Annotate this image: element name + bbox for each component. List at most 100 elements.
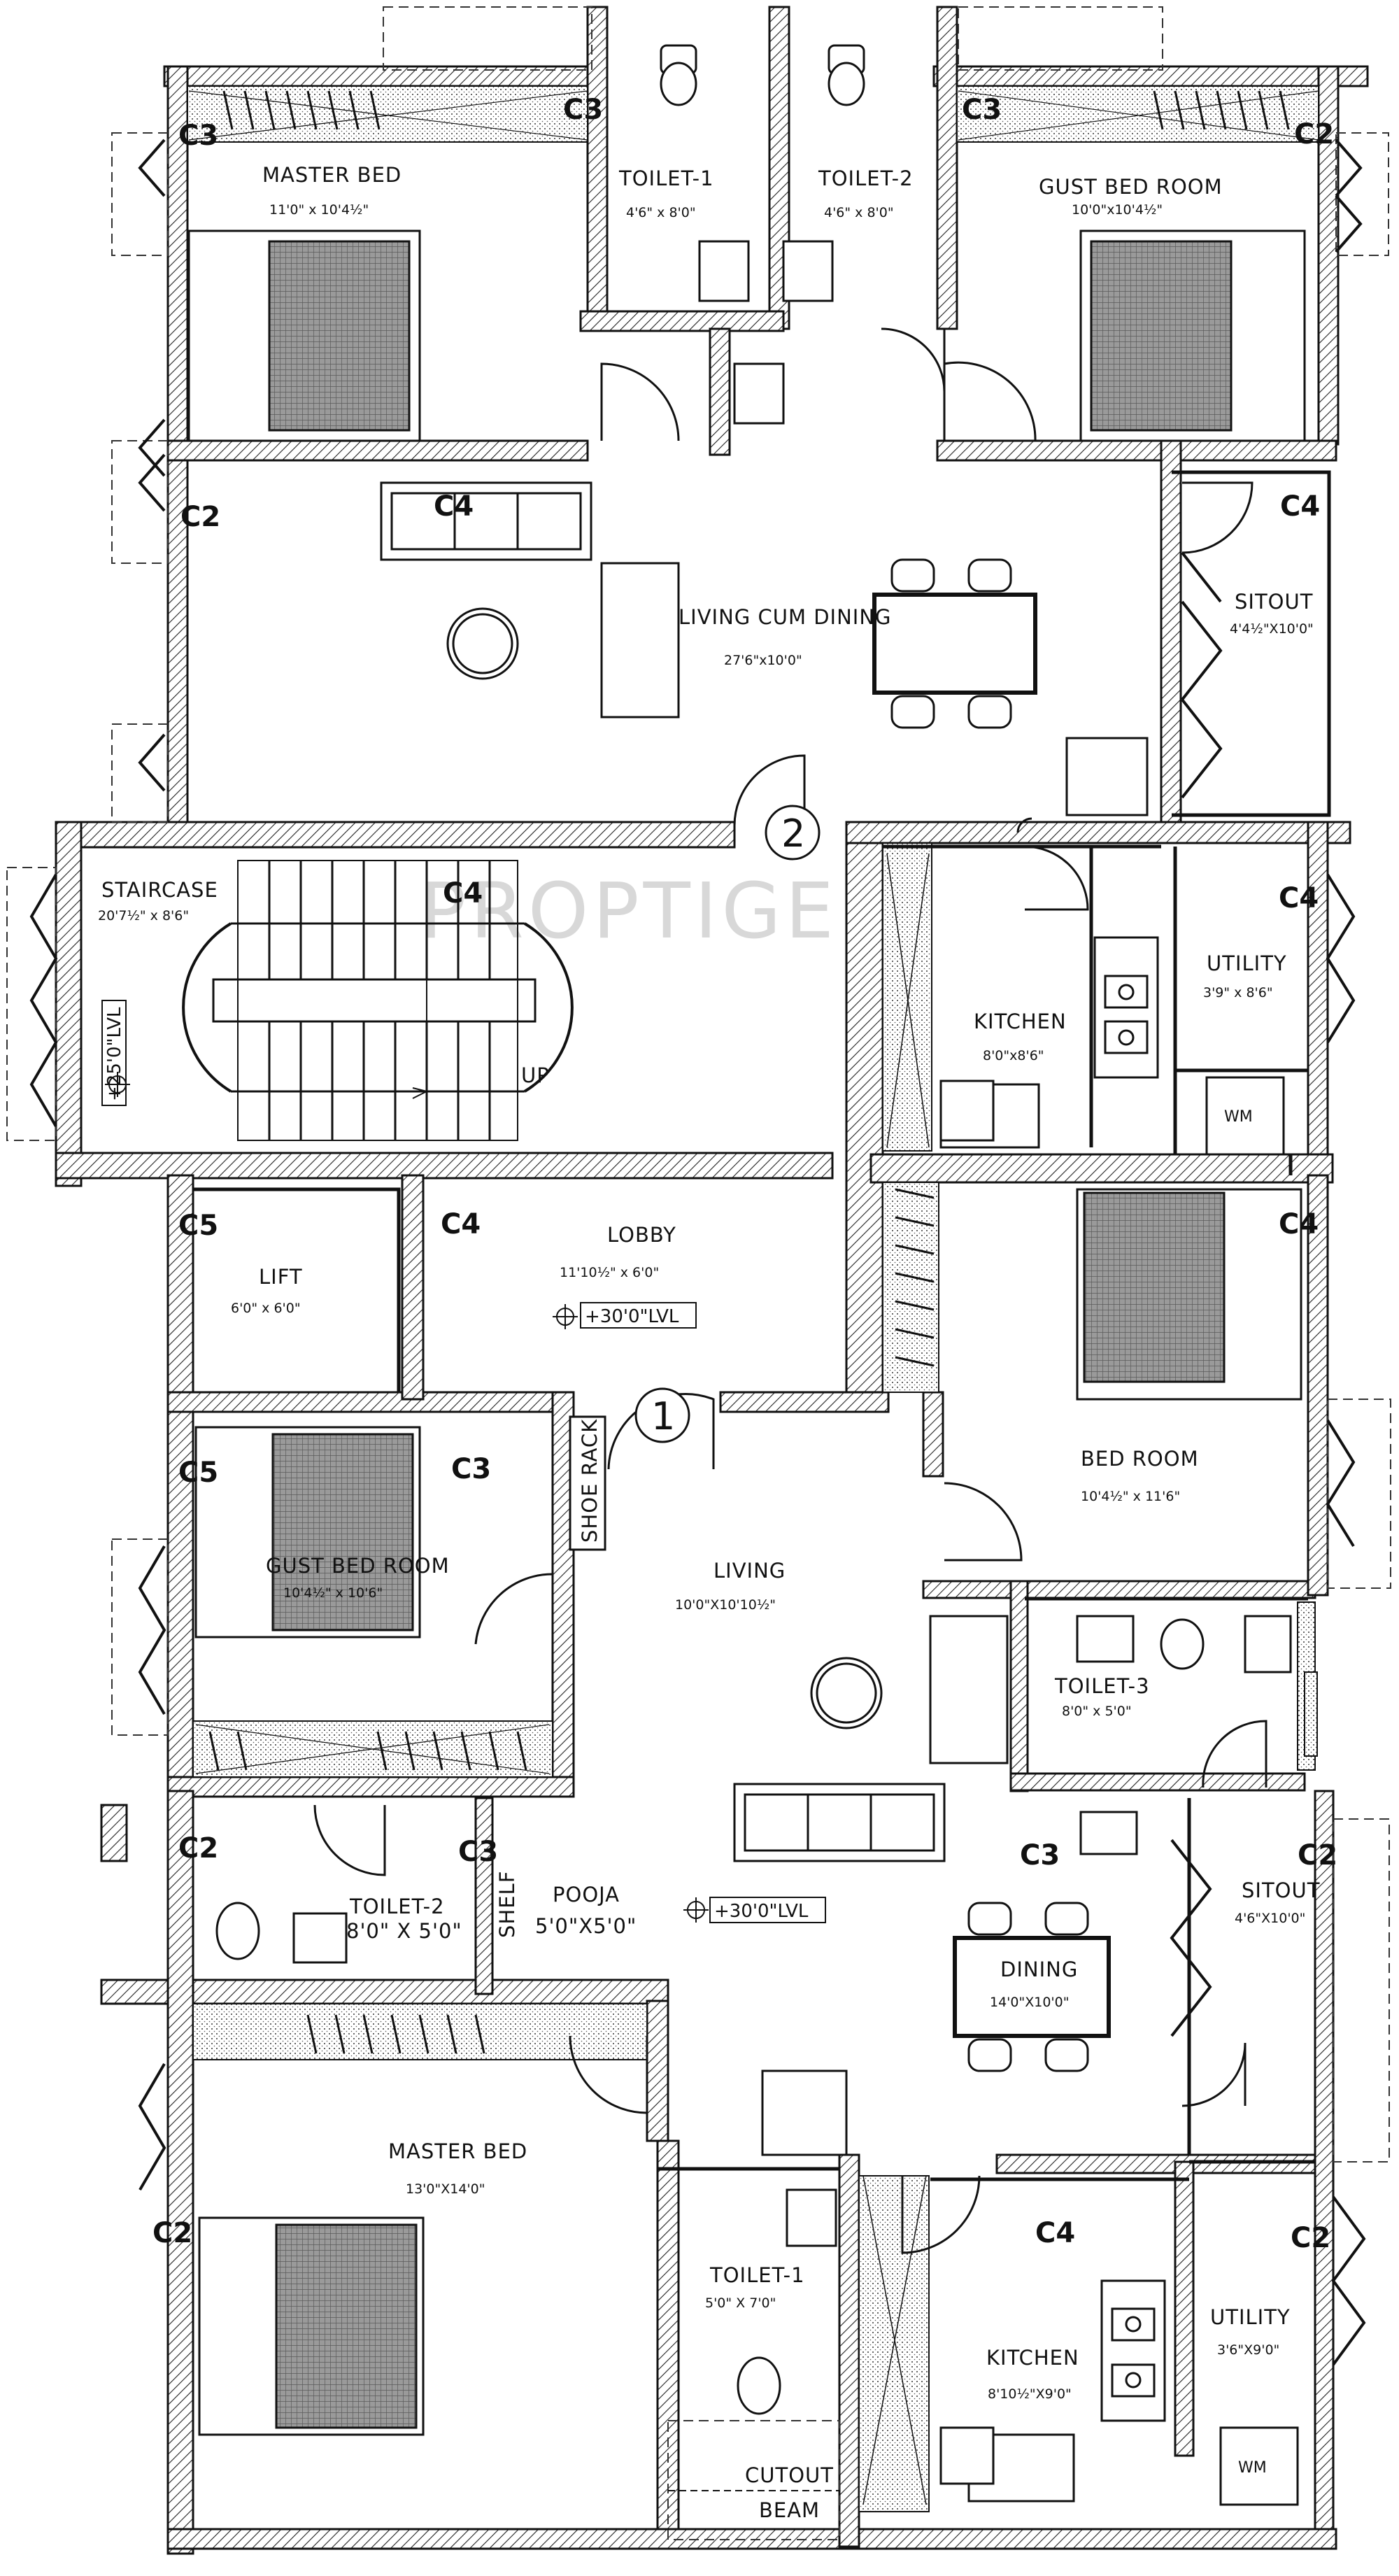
- room-toilet2-bottom: TOILET-2: [349, 1895, 445, 1918]
- room-staircase: STAIRCASE: [101, 878, 218, 902]
- unit-2-marker: [765, 805, 821, 861]
- column-c2-d: C2: [1298, 1839, 1337, 1871]
- room-toilet1-top: TOILET-1: [618, 167, 714, 190]
- room-lift: LIFT: [259, 1265, 303, 1289]
- dashed-outlines: [6, 6, 1391, 2540]
- column-c4-d: C4: [1279, 882, 1319, 914]
- room-kitchen-top-dim: 8'0"x8'6": [983, 1048, 1044, 1063]
- room-master-bed-bottom: MASTER BED: [388, 2139, 527, 2163]
- room-toilet2-top: TOILET-2: [818, 167, 914, 190]
- column-c4-a: C4: [434, 490, 474, 523]
- column-c4-f: C4: [1279, 1208, 1319, 1240]
- column-c2-c: C2: [178, 1832, 218, 1864]
- room-toilet1-bottom: TOILET-1: [709, 2263, 805, 2287]
- lobby-level-box: [580, 1302, 697, 1329]
- room-utility-top-dim: 3'9" x 8'6": [1203, 985, 1273, 1000]
- room-toilet3-dim: 8'0" x 5'0": [1062, 1704, 1132, 1719]
- staircase-up: UP: [521, 1063, 550, 1087]
- column-c3-c: C3: [962, 94, 1002, 126]
- room-dining-bottom-dim: 14'0"X10'0": [990, 1995, 1069, 2010]
- room-master-bed-top-dim: 11'0" x 10'4½": [269, 202, 369, 218]
- room-toilet3: TOILET-3: [1054, 1674, 1150, 1698]
- room-lobby: LOBBY: [607, 1223, 676, 1247]
- room-living-dining-top-dim: 27'6"x10'0": [724, 653, 802, 668]
- washing-machine-label-top: WM: [1224, 1108, 1253, 1126]
- shelf-label: SHELF: [495, 1871, 519, 1938]
- room-sitout-top: SITOUT: [1235, 590, 1313, 614]
- room-sitout-bottom-dim: 4'6"X10'0": [1235, 1911, 1305, 1926]
- room-lift-dim: 6'0" x 6'0": [231, 1301, 301, 1316]
- column-c5-b: C5: [178, 1457, 218, 1489]
- room-guest-bed-top-dim: 10'0"x10'4½": [1072, 202, 1163, 218]
- level-symbol-lobby: [553, 1304, 578, 1329]
- room-sitout-bottom: SITOUT: [1242, 1878, 1320, 1902]
- column-c5-a: C5: [178, 1210, 218, 1242]
- column-c3-e: C3: [458, 1836, 498, 1868]
- staircase-level: +25'0"LVL: [104, 1007, 125, 1101]
- room-lobby-dim: 11'10½" x 6'0": [560, 1265, 659, 1280]
- column-c3-b: C3: [563, 94, 603, 126]
- room-toilet2-top-dim: 4'6" x 8'0": [824, 205, 894, 220]
- walls: [55, 6, 1369, 2555]
- room-bed-room-mid-dim: 10'4½" x 11'6": [1081, 1489, 1180, 1504]
- room-pooja: POOJA: [553, 1883, 620, 1906]
- room-living-bottom: LIVING: [713, 1559, 786, 1583]
- staircase-steps: [182, 860, 574, 1141]
- room-dining-bottom: DINING: [1000, 1958, 1078, 1981]
- room-kitchen-bottom: KITCHEN: [986, 2346, 1079, 2370]
- window-grilles: [188, 90, 1319, 2505]
- room-guest-bed-bottom: GUST BED ROOM: [266, 1554, 450, 1578]
- furniture: [380, 481, 1299, 2506]
- bottom-level-box: [709, 1897, 826, 1923]
- beds: [187, 229, 1306, 2436]
- room-living-dining-top: LIVING CUM DINING: [679, 605, 892, 629]
- room-utility-bottom: UTILITY: [1210, 2305, 1291, 2329]
- column-c2-b: C2: [180, 501, 220, 533]
- room-living-bottom-dim: 10'0"X10'10½": [675, 1597, 776, 1613]
- room-utility-top: UTILITY: [1207, 951, 1287, 975]
- bottom-level: +30'0"LVL: [714, 1901, 809, 1922]
- shoe-rack-label: SHOE RACK: [578, 1419, 602, 1543]
- level-symbol-bottom: [683, 1897, 709, 1923]
- room-kitchen-bottom-dim: 8'10½"X9'0": [988, 2386, 1072, 2402]
- room-toilet2-bottom-dim: 8'0" X 5'0": [346, 1919, 462, 1943]
- doors: [313, 327, 1267, 2254]
- column-c4-e: C4: [441, 1208, 481, 1240]
- room-master-bed-bottom-dim: 13'0"X14'0": [406, 2181, 485, 2197]
- room-master-bed-top: MASTER BED: [262, 163, 402, 187]
- room-toilet1-top-dim: 4'6" x 8'0": [626, 205, 696, 220]
- room-guest-bed-bottom-dim: 10'4½" x 10'6": [283, 1585, 383, 1601]
- room-guest-bed-top: GUST BED ROOM: [1039, 175, 1223, 199]
- column-c2-f: C2: [1291, 2222, 1330, 2254]
- column-c3-d: C3: [451, 1453, 491, 1485]
- washing-machine-label-bottom: WM: [1238, 2459, 1267, 2477]
- room-toilet1-bottom-dim: 5'0" X 7'0": [705, 2295, 776, 2311]
- room-bed-room-mid: BED ROOM: [1081, 1447, 1199, 1471]
- column-c2-e: C2: [152, 2217, 192, 2249]
- unit-2-number: 2: [781, 812, 805, 856]
- sanitary-fixtures: [215, 44, 1292, 2485]
- partitions: [193, 470, 1331, 2181]
- level-symbol-staircase: [105, 1072, 130, 1097]
- cutout-label: CUTOUT: [745, 2463, 834, 2487]
- column-c4-c: C4: [443, 877, 483, 910]
- column-c4-b: C4: [1280, 490, 1320, 523]
- cutout-beam-label: BEAM: [759, 2498, 820, 2522]
- shoe-rack: [569, 1415, 606, 1551]
- lobby-level: +30'0"LVL: [585, 1306, 679, 1327]
- room-staircase-dim: 20'7½" x 8'6": [98, 908, 189, 923]
- column-c3-f: C3: [1020, 1839, 1060, 1871]
- column-c2-a: C2: [1294, 118, 1334, 150]
- casement-windows: [29, 139, 1366, 2366]
- level-marker-staircase: +25'0"LVL: [101, 1000, 127, 1106]
- unit-1-number: 1: [651, 1394, 675, 1438]
- watermark: PROPTIGER: [420, 866, 895, 956]
- room-kitchen-top: KITCHEN: [974, 1010, 1067, 1033]
- room-pooja-dim: 5'0"X5'0": [535, 1914, 637, 1938]
- column-c4-g: C4: [1035, 2217, 1075, 2249]
- unit-1-marker: [634, 1387, 690, 1443]
- column-c3-a: C3: [178, 120, 218, 152]
- room-sitout-top-dim: 4'4½"X10'0": [1230, 621, 1314, 637]
- room-utility-bottom-dim: 3'6"X9'0": [1217, 2342, 1279, 2358]
